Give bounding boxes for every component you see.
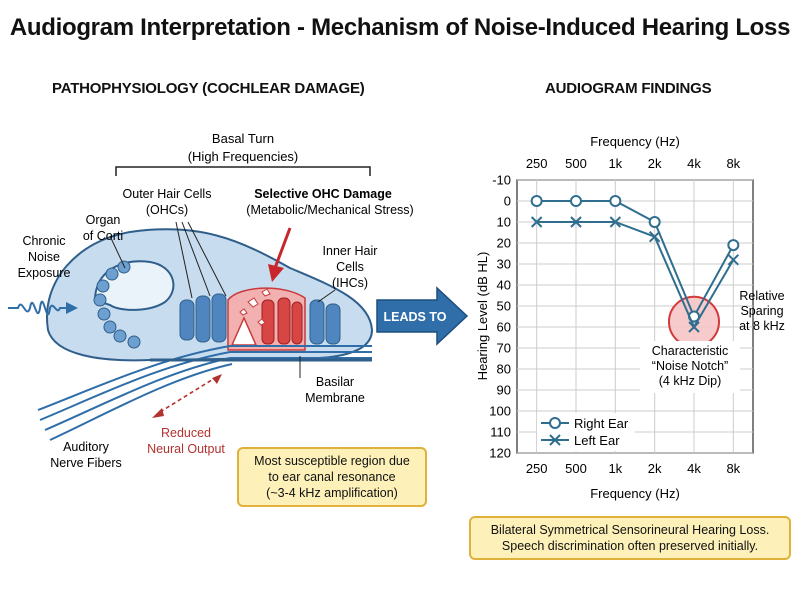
reduced-output-label: Reduced: [161, 426, 211, 440]
left-ear-point: [648, 230, 661, 243]
basilar-membrane-sub-label: Membrane: [305, 391, 365, 405]
series-line-right-ear: [536, 200, 735, 319]
y-tick-label: 30: [497, 257, 511, 272]
label-pointers: [109, 221, 336, 378]
sparing-label-1: Relative: [739, 289, 784, 303]
ohc-label: Outer Hair Cells: [123, 187, 212, 201]
y-tick-label: 120: [489, 446, 511, 461]
summary-note: Bilateral Symmetrical Sensorineural Hear…: [469, 516, 791, 560]
cochlea-diagram: Basal Turn (High Frequencies): [8, 131, 414, 470]
x-tick-label-bottom: 250: [526, 461, 548, 476]
series-line-left-ear: [536, 221, 735, 330]
chronic-noise-label-3: Exposure: [18, 266, 71, 280]
basilar-membrane-label: Basilar: [316, 375, 354, 389]
damage-arrow-head: [268, 264, 284, 282]
ihc-label: Inner Hair: [323, 244, 378, 258]
left-ear-point: [530, 216, 543, 228]
x-axis-title-bottom: Frequency (Hz): [590, 486, 680, 501]
right-ear-point: [727, 239, 740, 252]
sparing-label-2: Sparing: [740, 304, 783, 318]
x-tick-label-bottom: 2k: [648, 461, 662, 476]
ohc-sub-label: (OHCs): [146, 203, 188, 217]
x-axis-title-top: Frequency (Hz): [590, 134, 680, 149]
right-ear-point: [648, 216, 661, 228]
x-tick-label-top: 2k: [648, 156, 662, 171]
damage-arrow-shaft: [273, 227, 292, 269]
right-ear-point: [570, 195, 582, 207]
auditory-nerve-label: Auditory: [63, 440, 110, 454]
summary-line-2: Speech discrimination often preserved in…: [501, 539, 759, 553]
left-ear-point: [609, 216, 622, 228]
right-ear-point: [530, 195, 543, 207]
reduced-output-sub-label: Neural Output: [147, 442, 225, 456]
y-tick-label: 60: [497, 320, 511, 335]
audiogram-chart: Frequency (Hz) Frequency (Hz) Hearing Le…: [475, 134, 785, 501]
legend-right-ear: Right Ear: [574, 416, 629, 431]
x-tick-label-top: 250: [526, 156, 548, 171]
y-tick-label: 40: [497, 278, 511, 293]
basal-turn-sub-label: (High Frequencies): [188, 149, 299, 164]
organ-of-corti-sub-label: of Corti: [83, 229, 123, 243]
y-tick-label: 50: [497, 299, 511, 314]
y-axis-title: Hearing Level (dB HL): [475, 252, 490, 381]
x-tick-label-top: 1k: [608, 156, 622, 171]
outer-hair-cells: [179, 293, 341, 345]
y-tick-label: 10: [497, 215, 511, 230]
legend-circle-marker: [549, 417, 561, 429]
leads-to-label: LEADS TO: [384, 310, 447, 324]
y-tick-label: 100: [489, 404, 511, 419]
summary-line-1: Bilateral Symmetrical Sensorineural Hear…: [490, 523, 770, 537]
pathophysiology-heading: PATHOPHYSIOLOGY (COCHLEAR DAMAGE): [52, 80, 365, 97]
right-ear-point: [609, 195, 622, 207]
left-ear-point: [727, 254, 740, 266]
susceptible-note-line-1: Most susceptible region due: [254, 454, 410, 468]
notch-label-2: “Noise Notch”: [652, 359, 728, 373]
y-tick-label: 20: [497, 236, 511, 251]
y-tick-label: 110: [490, 425, 511, 440]
x-tick-label-bottom: 4k: [687, 461, 701, 476]
x-tick-label-top: 500: [565, 156, 587, 171]
x-tick-label-top: 8k: [726, 156, 740, 171]
leads-to-arrow: LEADS TO: [376, 286, 469, 346]
left-ear-point: [688, 321, 700, 333]
sparing-label-3: at 8 kHz: [739, 319, 785, 333]
audiogram-findings-heading: AUDIOGRAM FINDINGS: [545, 80, 712, 97]
selective-damage-label: Selective OHC Damage: [254, 187, 392, 201]
y-tick-label: 80: [497, 362, 511, 377]
basal-turn-bracket: [115, 166, 371, 176]
left-ear-point: [570, 216, 582, 228]
y-tick-label: 0: [504, 194, 511, 209]
notch-label-3: (4 kHz Dip): [659, 374, 722, 388]
x-tick-label-top: 4k: [687, 156, 701, 171]
page-title: Audiogram Interpretation - Mechanism of …: [9, 14, 791, 41]
chronic-noise-label: Chronic: [22, 234, 65, 248]
y-tick-label: 70: [497, 341, 511, 356]
x-tick-label-bottom: 500: [565, 461, 587, 476]
debris-fragments: [239, 288, 271, 326]
susceptible-region-note: Most susceptible region due to ear canal…: [237, 447, 427, 507]
chronic-noise-label-2: Noise: [28, 250, 60, 264]
reduced-output-arrow: [159, 377, 216, 413]
organ-of-corti-label: Organ: [86, 213, 121, 227]
x-tick-label-bottom: 1k: [608, 461, 622, 476]
noise-waveform: [8, 300, 72, 316]
basal-turn-label: Basal Turn: [212, 131, 274, 146]
susceptible-note-line-2: to ear canal resonance: [268, 470, 396, 484]
legend-left-ear: Left Ear: [574, 433, 620, 448]
ihc-label-2: Cells: [336, 260, 364, 274]
y-tick-label: -10: [492, 173, 511, 188]
x-tick-label-bottom: 8k: [726, 461, 740, 476]
auditory-nerve-sub-label: Nerve Fibers: [50, 456, 122, 470]
legend-x-marker: [549, 434, 561, 446]
damaged-hair-cells: [261, 297, 303, 345]
selective-damage-sub-label: (Metabolic/Mechanical Stress): [246, 203, 413, 217]
ihc-label-3: (IHCs): [332, 276, 368, 290]
notch-label-1: Characteristic: [652, 344, 728, 358]
noise-arrow-head: [66, 302, 78, 314]
y-tick-label: 90: [497, 383, 511, 398]
notch-label-bg: [640, 341, 740, 393]
susceptible-note-line-3: (~3-4 kHz amplification): [266, 486, 398, 500]
